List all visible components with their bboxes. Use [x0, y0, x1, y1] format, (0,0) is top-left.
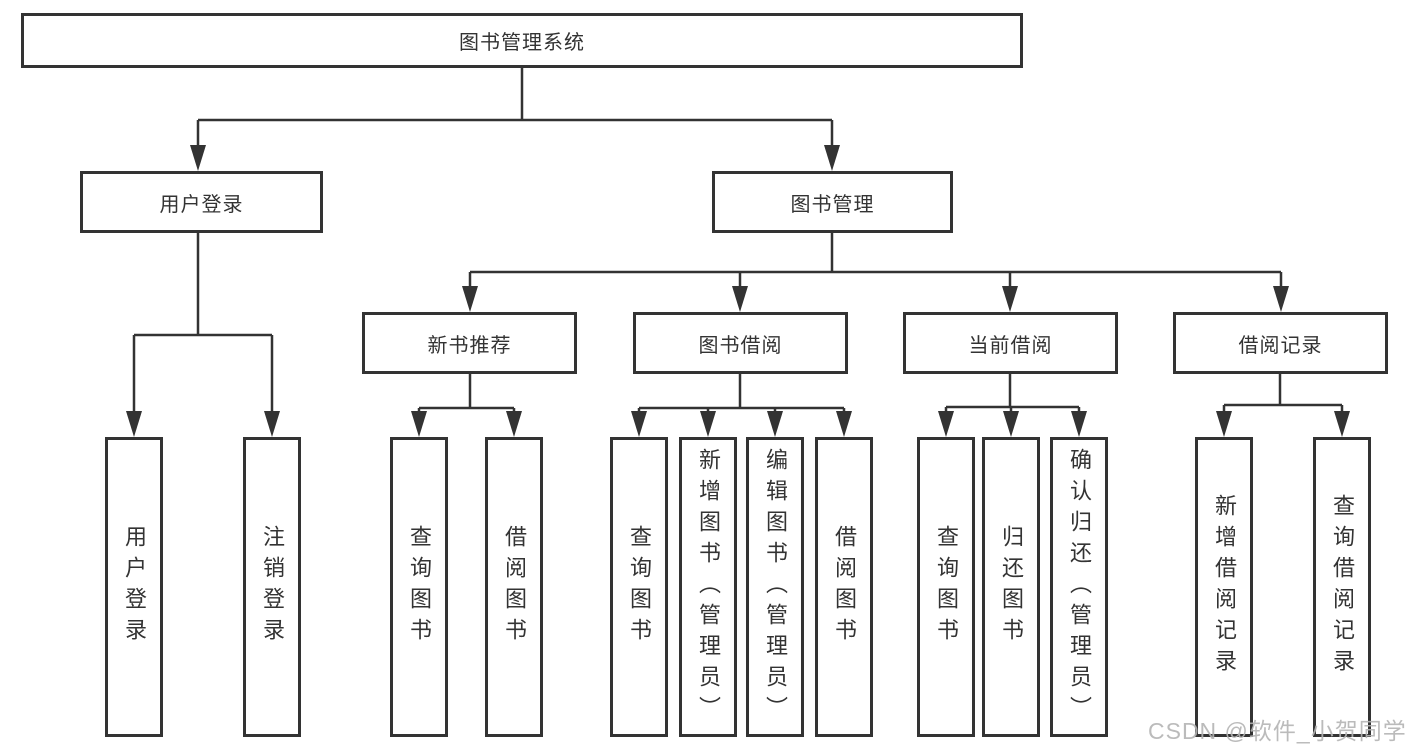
leaf-borrow-books-recommend: 借阅图书 — [485, 437, 543, 737]
leaf-logout: 注销登录 — [243, 437, 301, 737]
leaf-query-books-borrowing: 查询图书 — [610, 437, 668, 737]
csdn-watermark: CSDN @软件_小贺同学 — [1148, 718, 1405, 744]
leaf-user-login: 用户登录 — [105, 437, 163, 737]
node-user-login: 用户登录 — [80, 171, 323, 233]
leaf-edit-books-admin: 编辑图书（管理员） — [746, 437, 804, 737]
node-book-management: 图书管理 — [712, 171, 953, 233]
leaf-query-books-recommend: 查询图书 — [390, 437, 448, 737]
node-library-management-system: 图书管理系统 — [21, 13, 1023, 68]
leaf-return-books: 归还图书 — [982, 437, 1040, 737]
arrowheads — [126, 145, 1350, 437]
node-current-borrowing: 当前借阅 — [903, 312, 1118, 374]
leaf-query-borrow-record: 查询借阅记录 — [1313, 437, 1371, 737]
node-book-borrowing: 图书借阅 — [633, 312, 848, 374]
leaf-confirm-return-admin: 确认归还（管理员） — [1050, 437, 1108, 737]
leaf-add-borrow-record: 新增借阅记录 — [1195, 437, 1253, 737]
node-new-book-recommend: 新书推荐 — [362, 312, 577, 374]
leaf-query-books-current: 查询图书 — [917, 437, 975, 737]
node-borrowing-records: 借阅记录 — [1173, 312, 1388, 374]
leaf-add-books-admin: 新增图书（管理员） — [679, 437, 737, 737]
leaf-borrow-books-borrowing: 借阅图书 — [815, 437, 873, 737]
